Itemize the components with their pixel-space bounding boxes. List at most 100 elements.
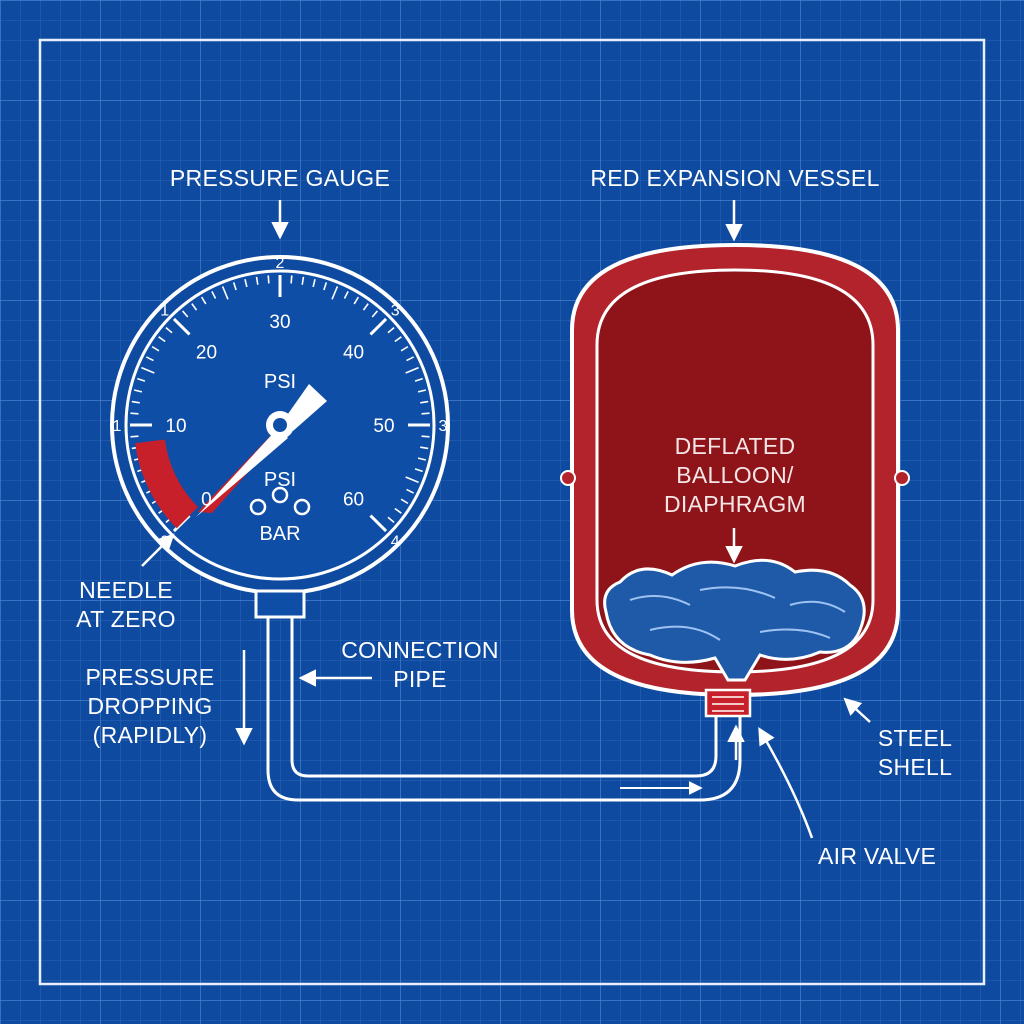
gauge-tick [312, 278, 316, 288]
gauge-bar-label: 3 [391, 303, 400, 320]
label-diaphragm: DEFLATED BALLOON/ DIAPHRAGM [630, 432, 840, 519]
label-connection-pipe: CONNECTION PIPE [320, 636, 520, 694]
gauge-psi-label: 10 [165, 416, 186, 437]
gauge-tick [130, 412, 139, 415]
gauge-tick [343, 290, 349, 299]
gauge-psi-label: 0 [201, 490, 212, 511]
pressure-gauge [110, 255, 450, 619]
diaphragm-folds [629, 586, 846, 641]
vessel-seam-left [560, 470, 576, 486]
frame-border [38, 38, 986, 986]
gauge-tick [137, 377, 146, 382]
label-expansion-vessel: RED EXPANSION VESSEL [590, 165, 880, 191]
expansion-vessel [560, 242, 910, 718]
gauge-tick [353, 296, 360, 305]
gauge-bar-label: 0 [160, 533, 169, 550]
label-steel-shell-line1: STEEL [877, 725, 953, 751]
gauge-tick [420, 400, 429, 404]
gauge-tick [172, 317, 191, 336]
label-pressure-dropping-line3: (RAPIDLY) [92, 722, 208, 748]
gauge-tick [211, 290, 217, 299]
gauge-screw-right [293, 498, 311, 516]
gauge-fitting [254, 589, 306, 619]
gauge-tick [267, 275, 270, 284]
gauge-tick [181, 310, 189, 318]
gauge-tick [130, 435, 139, 438]
gauge-tick [406, 488, 415, 494]
gauge-red-zone [135, 439, 198, 529]
gauge-tick [301, 276, 305, 285]
gauge-tick [131, 400, 140, 404]
label-pressure-dropping-line2: DROPPING [87, 693, 213, 719]
gauge-tick [200, 296, 207, 305]
gauge-psi-label: 40 [343, 342, 364, 363]
gauge-tick [387, 326, 395, 334]
gauge-tick [133, 389, 143, 393]
connection-pipe [266, 617, 742, 802]
gauge-unit-lower: PSI [264, 469, 296, 491]
label-needle: NEEDLE AT ZERO [66, 576, 186, 634]
vessel-seam-right [894, 470, 910, 486]
gauge-psi-label: 50 [373, 416, 394, 437]
gauge-tick [244, 278, 248, 288]
gauge-psi-label: 30 [269, 312, 290, 333]
air-valve-fitting [704, 688, 752, 718]
arrow-air-valve [758, 726, 814, 839]
label-steel-shell-line2: SHELL [877, 754, 953, 780]
gauge-tick [221, 286, 229, 300]
callout-arrows [141, 200, 871, 839]
gauge-tick [371, 310, 379, 318]
gauge-tick [331, 286, 339, 300]
gauge-bar-label: 3 [439, 418, 448, 435]
label-needle-line2: AT ZERO [76, 606, 176, 632]
label-diaphragm-line1: DEFLATED [674, 433, 796, 459]
gauge-unit-upper: PSI [264, 371, 296, 393]
gauge-tick [369, 317, 388, 336]
gauge-tick [394, 507, 402, 514]
gauge-bar-label: 4 [391, 533, 400, 550]
arrow-needle [141, 533, 175, 567]
arrow-steel-shell [843, 697, 871, 723]
gauge-psi-label: 20 [196, 342, 217, 363]
label-diaphragm-line3: DIAPHRAGM [664, 491, 806, 517]
gauge-bar-label: 2 [276, 255, 285, 272]
gauge-tick [290, 275, 293, 284]
label-connection-pipe-line2: PIPE [393, 666, 447, 692]
gauge-screw-left [249, 498, 267, 516]
deflated-diaphragm [603, 558, 866, 682]
gauge-tick [405, 366, 419, 374]
gauge-tick [362, 303, 369, 311]
gauge-tick [141, 366, 155, 374]
gauge-tick [414, 468, 423, 473]
gauge-tick [421, 412, 430, 415]
gauge-screw-top [271, 486, 289, 504]
label-pressure-dropping: PRESSURE DROPPING (RAPIDLY) [70, 663, 230, 750]
gauge-tick [255, 276, 259, 285]
gauge-tick [232, 282, 237, 291]
gauge-tick [420, 446, 429, 450]
gauge-unit-bar: BAR [259, 523, 300, 545]
gauge-tick [406, 356, 415, 362]
label-pressure-dropping-line1: PRESSURE [85, 664, 215, 690]
gauge-tick [151, 345, 160, 352]
label-steel-shell: STEEL SHELL [860, 724, 970, 782]
gauge-tick [414, 377, 423, 382]
label-air-valve: AIR VALVE [818, 843, 937, 869]
label-connection-pipe-line1: CONNECTION [341, 637, 499, 663]
gauge-tick [191, 303, 198, 311]
gauge-tick [165, 326, 173, 334]
gauge-bar-label: 1 [113, 418, 122, 435]
gauge-bar-label: 1 [160, 303, 169, 320]
gauge-needle [196, 384, 327, 517]
gauge-tick [387, 516, 395, 524]
gauge-tick [158, 336, 166, 343]
label-needle-line1: NEEDLE [79, 577, 173, 603]
gauge-tick [421, 435, 430, 438]
gauge-tick [323, 282, 328, 291]
gauge-tick [394, 336, 402, 343]
label-diaphragm-line2: BALLOON/ [676, 462, 794, 488]
gauge-tick [369, 514, 388, 533]
